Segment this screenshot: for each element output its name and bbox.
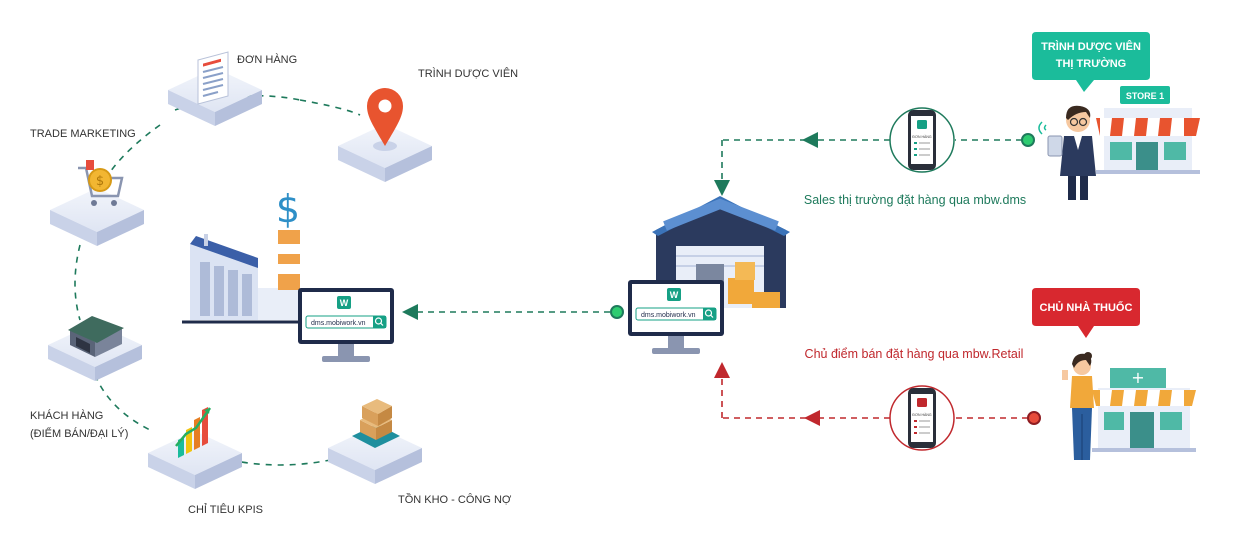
node-khach-hang (48, 316, 142, 381)
pharmacy-owner-person (1062, 352, 1094, 460)
label-don-hang: ĐƠN HÀNG (237, 53, 297, 66)
label-khach-hang-line2: (ĐIỂM BÁN/ĐẠI LÝ) (30, 427, 128, 440)
arrow-warehouse-to-factory (402, 304, 624, 320)
top-flow-arrows (714, 132, 1035, 196)
label-ton-kho: TỒN KHO - CÔNG NỢ (398, 493, 512, 506)
top-speech-bubble: TRÌNH DƯỢC VIÊN THỊ TRƯỜNG (1032, 32, 1150, 92)
bottom-bubble-text: CHỦ NHÀ THUỐC (1040, 300, 1133, 314)
shopping-cart-icon: $ (78, 160, 124, 206)
node-ton-kho (328, 399, 422, 484)
label-chi-tieu-kpis: CHỈ TIÊU KPIS (188, 503, 263, 516)
boxes-cart-icon (352, 399, 400, 448)
top-bubble-line1: TRÌNH DƯỢC VIÊN (1041, 40, 1141, 53)
store-1-building: STORE 1 (1096, 86, 1200, 174)
bar-chart-icon (175, 407, 212, 458)
svg-text:W: W (340, 298, 349, 308)
top-phone-title: ĐƠN HÀNG (912, 135, 931, 139)
node-trinh-duoc-vien (338, 88, 432, 182)
svg-text:$: $ (96, 174, 104, 189)
top-flow-caption: Sales thị trường đặt hàng qua mbw.dms (804, 193, 1026, 207)
node-don-hang (168, 51, 262, 126)
bottom-phone-title: ĐƠN HÀNG (912, 413, 931, 417)
bottom-speech-bubble: CHỦ NHÀ THUỐC (1032, 288, 1140, 338)
dollar-smoke-icon: $ (276, 187, 300, 231)
label-trinh-duoc-vien: TRÌNH DƯỢC VIÊN (418, 67, 518, 80)
node-trade-marketing: $ (50, 160, 144, 246)
app-logo-icon (917, 398, 927, 407)
svg-text:W: W (670, 290, 679, 300)
top-phone-circle: ĐƠN HÀNG (889, 107, 955, 173)
sales-rep-person (1038, 105, 1096, 200)
svg-text:$: $ (276, 187, 300, 231)
pharmacy-building: + (1092, 368, 1196, 452)
document-icon (197, 51, 229, 105)
top-bubble-line2: THỊ TRƯỜNG (1056, 57, 1126, 70)
location-pin-icon (367, 88, 403, 146)
factory-illustration: $ (182, 187, 310, 324)
label-trade-marketing: TRADE MARKETING (30, 128, 136, 140)
factory-monitor: W dms.mobiwork.vn (298, 288, 394, 362)
store-building-icon (68, 316, 124, 357)
bottom-phone-circle: ĐƠN HÀNG (889, 385, 955, 451)
factory-url: dms.mobiwork.vn (311, 320, 366, 327)
app-logo-icon (917, 120, 927, 129)
bottom-flow-caption: Chủ điểm bán đặt hàng qua mbw.Retail (805, 347, 1024, 361)
warehouse-url: dms.mobiwork.vn (641, 312, 696, 319)
svg-text:+: + (1131, 368, 1144, 387)
label-khach-hang-line1: KHÁCH HÀNG (30, 409, 103, 422)
warehouse-monitor: W dms.mobiwork.vn (628, 280, 724, 354)
app-logo-icon (667, 288, 681, 301)
node-chi-tieu-kpis (148, 407, 242, 489)
bottom-flow-arrows (714, 362, 1041, 426)
store-1-sign: STORE 1 (1126, 91, 1164, 101)
app-logo-icon (337, 296, 351, 309)
